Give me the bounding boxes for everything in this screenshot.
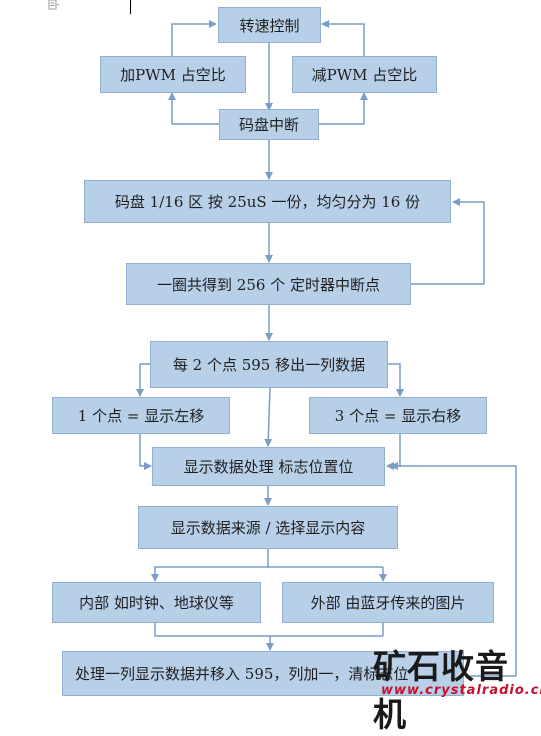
internal-source-box: 内部 如时钟、地球仪等 <box>52 582 261 623</box>
reduce-pwm-box: 减PWM 占空比 <box>292 56 437 93</box>
watermark-url: www.crystalradio.cn <box>381 683 541 698</box>
display-source-box: 显示数据来源 / 选择显示内容 <box>138 506 398 549</box>
external-source-box: 外部 由蓝牙传来的图片 <box>282 582 494 623</box>
speed-control-box: 转速控制 <box>218 7 321 43</box>
encoder-division-box: 码盘 1/16 区 按 25uS 一份，均匀分为 16 份 <box>84 180 451 223</box>
encoder-interrupt-box: 码盘中断 <box>219 109 319 140</box>
document-icon <box>48 0 59 10</box>
flow-connectors <box>136 20 517 677</box>
shift-column-box: 每 2 个点 595 移出一列数据 <box>150 341 388 388</box>
add-pwm-box: 加PWM 占空比 <box>100 56 246 93</box>
display-process-box: 显示数据处理 标志位置位 <box>152 447 385 486</box>
final-process-box: 处理一列显示数据并移入 595，列加一，清标志位 <box>62 651 464 696</box>
one-point-box: 1 个点 = 显示左移 <box>52 397 230 434</box>
text-cursor <box>130 0 131 14</box>
circle-points-box: 一圈共得到 256 个 定时器中断点 <box>126 263 411 305</box>
three-points-box: 3 个点 = 显示右移 <box>309 397 487 434</box>
